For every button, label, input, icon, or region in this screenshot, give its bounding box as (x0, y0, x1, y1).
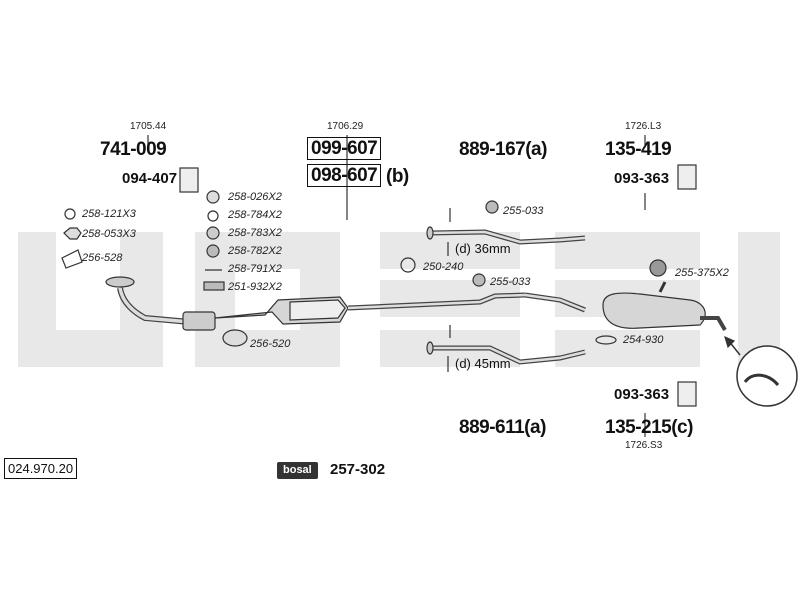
part-label[interactable]: 254-930 (623, 334, 664, 346)
diameter-label: (d) 45mm (455, 356, 511, 371)
part-label[interactable]: 258-782X2 (228, 245, 282, 257)
part-number[interactable]: 889-611(a) (459, 417, 546, 438)
part-number[interactable]: 098-607 (307, 164, 382, 187)
ref-label: 1726.L3 (625, 121, 662, 132)
part-label[interactable]: 255-033 (490, 276, 531, 288)
part-number[interactable]: 135-419 (605, 139, 672, 160)
part-label[interactable]: 258-026X2 (228, 191, 282, 203)
part-number[interactable]: 093-363 (614, 386, 670, 403)
part-label[interactable]: 258-791X2 (228, 263, 282, 275)
part-number[interactable]: 741-009 (100, 139, 167, 160)
ref-label: 1705.44 (130, 121, 167, 132)
part-label[interactable]: 251-932X2 (228, 281, 282, 293)
part-label[interactable]: 258-783X2 (228, 227, 282, 239)
ref-label: 1726.S3 (625, 440, 663, 451)
part-label[interactable]: 255-375X2 (675, 267, 729, 279)
part-label[interactable]: 255-033 (503, 205, 544, 217)
catalog-number: 024.970.20 (4, 458, 78, 479)
bosal-logo: bosal (277, 462, 318, 479)
part-label[interactable]: 256-520 (250, 338, 291, 350)
part-label[interactable]: 258-784X2 (228, 209, 282, 221)
part-label[interactable]: 258-121X3 (82, 208, 136, 220)
part-number[interactable]: 094-407 (122, 170, 178, 187)
part-number[interactable]: 093-363 (614, 170, 670, 187)
part-label[interactable]: 256-528 (82, 252, 123, 264)
part-number[interactable]: 135-215(c) (605, 417, 693, 438)
ref-label: 1706.29 (327, 121, 364, 132)
part-label[interactable]: 258-053X3 (82, 228, 136, 240)
part-number[interactable]: 099-607 (307, 137, 382, 160)
diameter-label: (d) 36mm (455, 241, 511, 256)
part-label[interactable]: 250-240 (423, 261, 464, 273)
kit-number[interactable]: 257-302 (330, 461, 386, 478)
part-number[interactable]: 889-167(a) (459, 139, 547, 160)
part-suffix: (b) (386, 166, 409, 187)
